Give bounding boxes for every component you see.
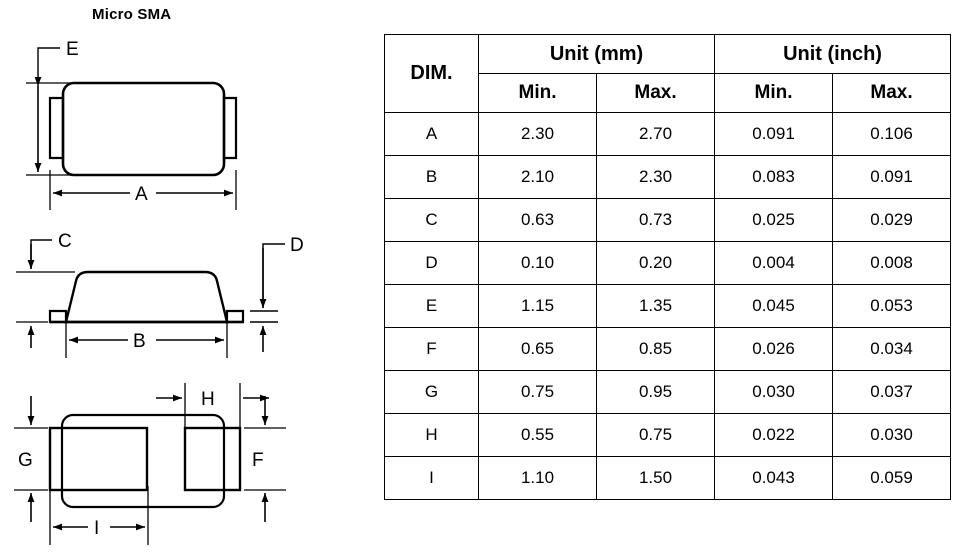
cell-mm-max: 1.50 (595, 456, 716, 500)
cell-dimension-name: G (384, 370, 479, 414)
dimension-label-c: C (58, 231, 72, 252)
cell-inch-max: 0.106 (832, 112, 952, 156)
header-unit-mm: Unit (mm) (477, 34, 716, 74)
cell-mm-min: 1.10 (478, 456, 597, 500)
cell-dimension-name: C (384, 198, 479, 242)
cell-dimension-name: B (384, 155, 479, 199)
cell-dimension-name: E (384, 284, 479, 328)
cell-dimension-name: H (384, 413, 479, 457)
cell-mm-max: 0.20 (595, 241, 716, 285)
cell-mm-max: 0.75 (595, 413, 716, 457)
cell-inch-max: 0.059 (832, 456, 952, 500)
cell-mm-min: 0.75 (478, 370, 597, 414)
dimension-label-f: F (252, 450, 264, 471)
cell-inch-min: 0.026 (714, 327, 834, 371)
side-view-d-leader (262, 243, 285, 308)
bottom-view: G F H I (14, 383, 286, 545)
dimension-label-i: I (94, 518, 99, 539)
bottom-view-anode-pad (48, 426, 149, 492)
cell-mm-max: 2.70 (595, 112, 716, 156)
cell-inch-max: 0.029 (832, 198, 952, 242)
cell-mm-min: 1.15 (478, 284, 597, 328)
cell-inch-max: 0.008 (832, 241, 952, 285)
cell-inch-min: 0.004 (714, 241, 834, 285)
cell-mm-max: 0.73 (595, 198, 716, 242)
cell-inch-min: 0.091 (714, 112, 834, 156)
dimensions-table: DIM. Unit (mm) Unit (inch) Min. Max. Min… (384, 34, 952, 500)
cell-inch-min: 0.083 (714, 155, 834, 199)
dimension-label-g: G (18, 450, 33, 471)
top-view: E A (26, 39, 238, 210)
cell-inch-min: 0.045 (714, 284, 834, 328)
cell-inch-max: 0.091 (832, 155, 952, 199)
dimension-label-d: D (290, 235, 304, 256)
header-mm-max: Max. (595, 73, 716, 113)
cell-mm-min: 2.10 (478, 155, 597, 199)
dimension-label-h: H (201, 389, 215, 410)
cell-dimension-name: I (384, 456, 479, 500)
package-title: Micro SMA (92, 6, 172, 23)
header-mm-min: Min. (478, 73, 597, 113)
dimension-label-e: E (66, 39, 79, 60)
side-view-left-lead (48, 309, 68, 324)
dimensions-table-head: DIM. Unit (mm) Unit (inch) Min. Max. Min… (384, 34, 952, 113)
cell-inch-min: 0.025 (714, 198, 834, 242)
cell-mm-min: 0.65 (478, 327, 597, 371)
cell-mm-min: 2.30 (478, 112, 597, 156)
cell-mm-max: 1.35 (595, 284, 716, 328)
header-inch-max: Max. (832, 73, 952, 113)
drawing-area: E A (0, 0, 372, 552)
cell-mm-min: 0.55 (478, 413, 597, 457)
cell-inch-max: 0.034 (832, 327, 952, 371)
cell-mm-min: 0.63 (478, 198, 597, 242)
cell-inch-max: 0.053 (832, 284, 952, 328)
cell-mm-max: 0.85 (595, 327, 716, 371)
top-view-e-leader (37, 47, 60, 86)
cell-inch-min: 0.043 (714, 456, 834, 500)
side-view: C B D (16, 231, 304, 358)
dimension-label-b: B (133, 331, 146, 352)
table-header-row-minmax: Min. Max. Min. Max. (385, 73, 952, 113)
top-view-right-terminal (222, 96, 238, 160)
cell-inch-max: 0.037 (832, 370, 952, 414)
dimension-label-a: A (135, 184, 148, 205)
package-outline-drawings: E A (14, 39, 304, 545)
side-view-body (64, 270, 229, 324)
top-view-left-terminal (48, 96, 65, 160)
side-view-right-lead (225, 309, 245, 324)
cell-mm-min: 0.10 (478, 241, 597, 285)
cell-dimension-name: A (384, 112, 479, 156)
bottom-view-cathode-pad (183, 426, 242, 492)
side-view-c-leader (30, 239, 52, 268)
cell-mm-max: 0.95 (595, 370, 716, 414)
cell-mm-max: 2.30 (595, 155, 716, 199)
cell-inch-min: 0.022 (714, 413, 834, 457)
header-inch-min: Min. (714, 73, 834, 113)
cell-inch-max: 0.030 (832, 413, 952, 457)
bottom-view-outline (60, 413, 226, 509)
header-unit-inch: Unit (inch) (714, 34, 952, 74)
cell-dimension-name: D (384, 241, 479, 285)
cell-dimension-name: F (384, 327, 479, 371)
top-view-body (61, 81, 226, 177)
header-dim: DIM. (384, 34, 479, 113)
table-header-row-units: DIM. Unit (mm) Unit (inch) (384, 34, 952, 113)
cell-inch-min: 0.030 (714, 370, 834, 414)
